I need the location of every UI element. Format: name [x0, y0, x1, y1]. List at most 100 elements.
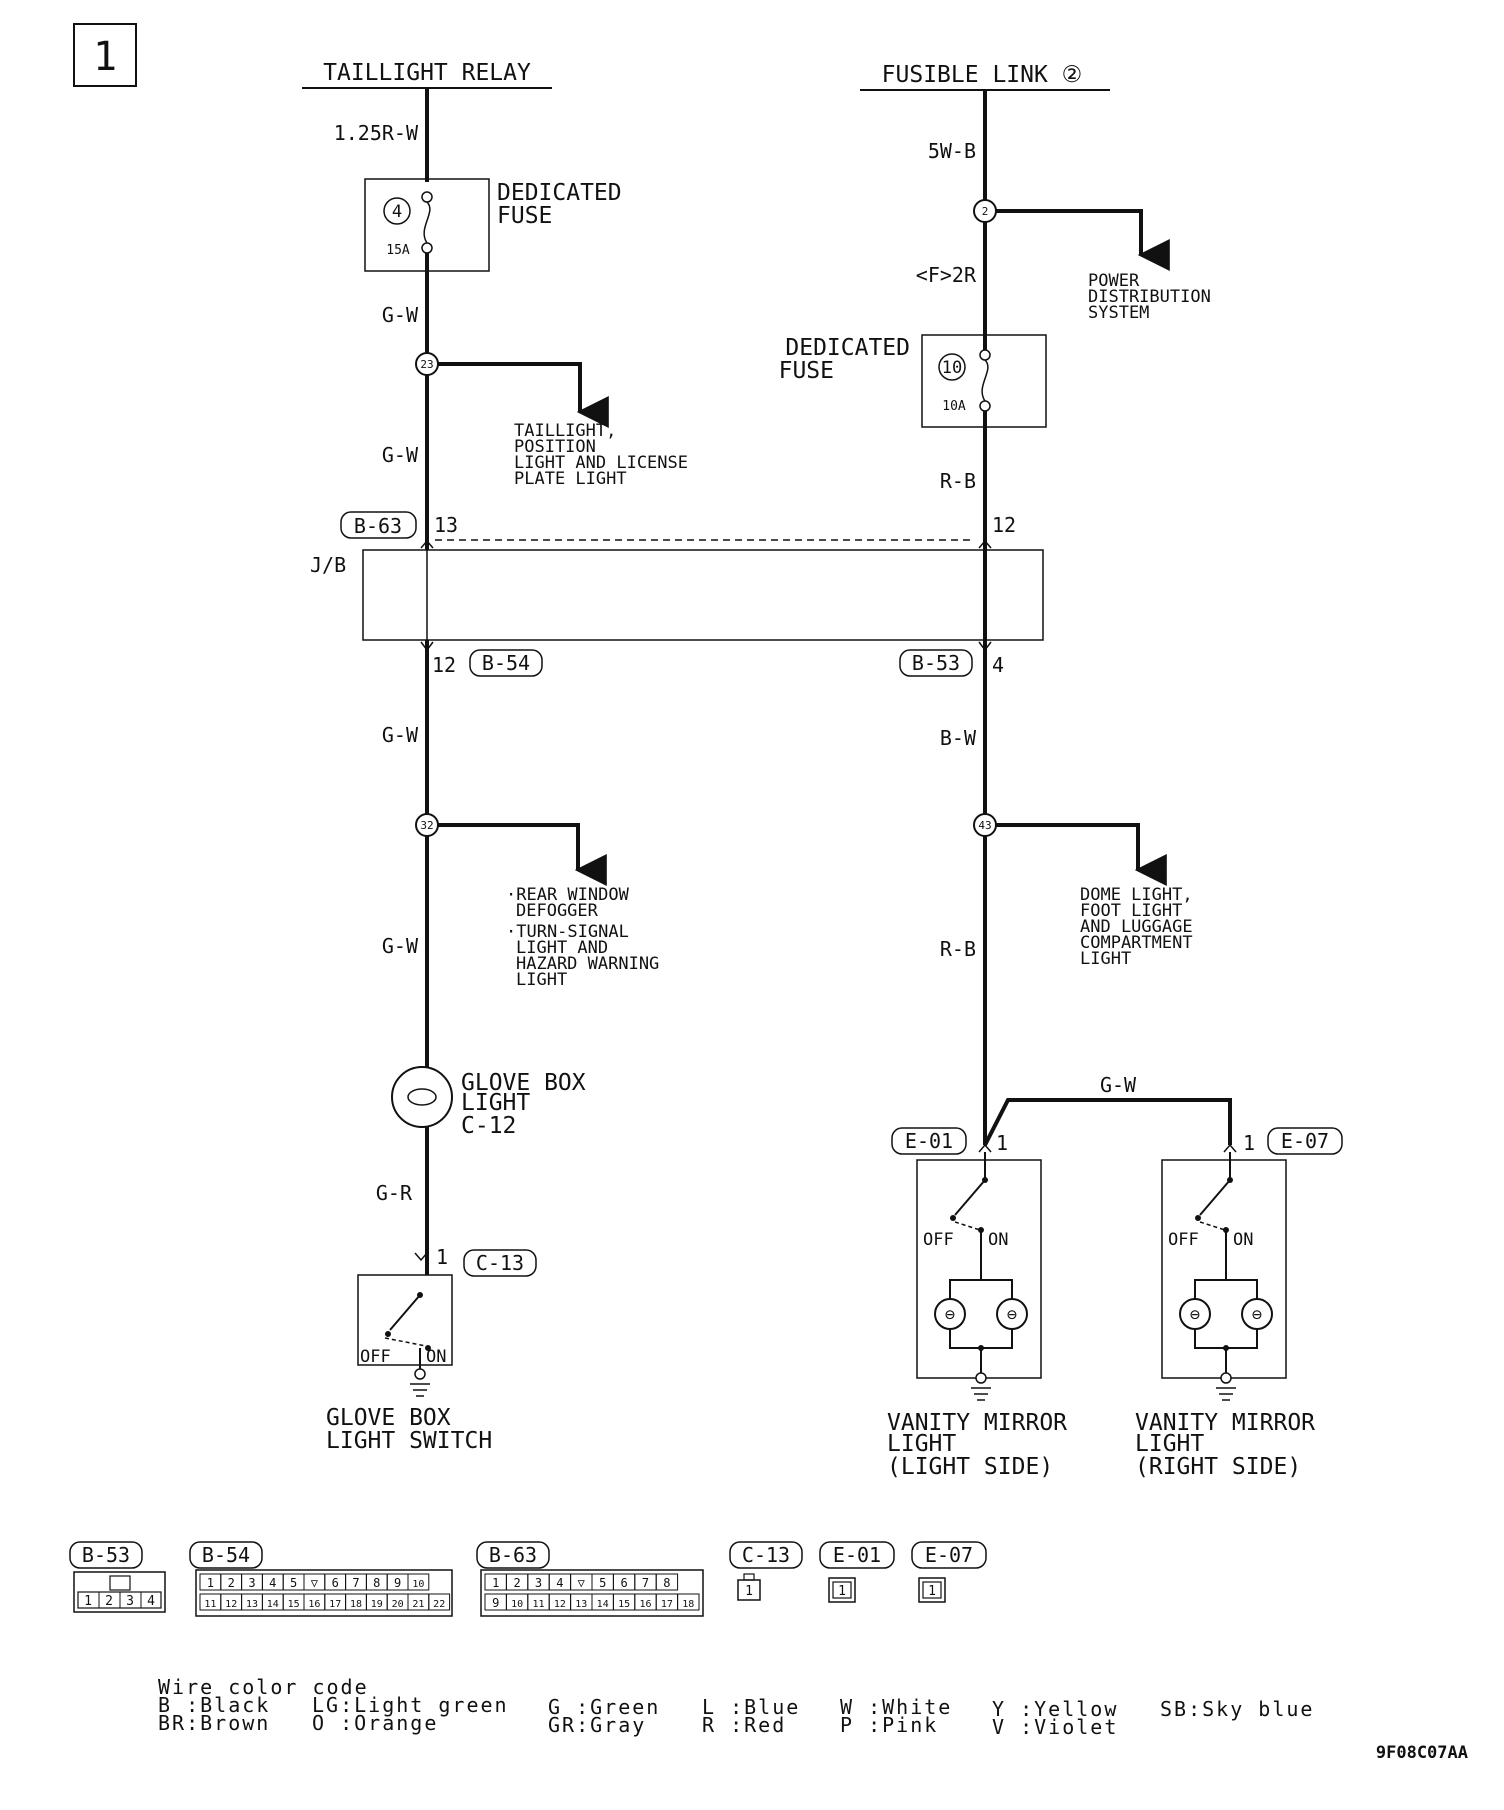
mirror-left-off: OFF — [923, 1230, 954, 1250]
b54-pin: 1 — [207, 1576, 214, 1590]
fuse-10-number-circle — [938, 353, 966, 381]
connector-c13-tag — [463, 1249, 537, 1277]
vanity-right-switch — [1199, 1179, 1231, 1216]
branch-rear-4: LIGHT AND — [516, 938, 608, 958]
mirror-left-label-2: LIGHT — [887, 1431, 956, 1457]
legend-b63-name: B-63 — [489, 1543, 537, 1567]
svg-text:⊖: ⊖ — [1190, 1305, 1200, 1325]
wire-label-fuse10-out: R-B — [940, 469, 976, 493]
branch-dome-1: DOME LIGHT, — [1080, 885, 1193, 905]
legend-b63-tag — [476, 1541, 550, 1569]
figure-code: 9F08C07AA — [1376, 1743, 1468, 1763]
b54-pin: 13 — [246, 1599, 258, 1610]
b63-pin: 2 — [513, 1576, 520, 1590]
mirror-right-label-3: (RIGHT SIDE) — [1135, 1454, 1301, 1480]
branch-power-2: DISTRIBUTION — [1088, 287, 1211, 307]
legend-e01-tag — [819, 1541, 895, 1569]
fuse-4-rating: 15A — [386, 243, 410, 258]
color-code-sb: SB:Sky blue — [1160, 1697, 1314, 1721]
b54-pin: 10 — [412, 1579, 424, 1590]
color-code-p: P :Pink — [840, 1713, 938, 1737]
mirror-left-pin: 1 — [996, 1131, 1008, 1155]
color-code-w: W :White — [840, 1695, 952, 1719]
mirror-left-on: ON — [988, 1230, 1008, 1250]
glove-box-light-bulb — [391, 1066, 453, 1128]
color-code-b: B :Black — [158, 1693, 270, 1717]
b63-pin: 13 — [575, 1599, 587, 1610]
branch-power-3: SYSTEM — [1088, 303, 1149, 323]
connector-b53-tag-label: B-53 — [912, 651, 960, 675]
legend-b53-name: B-53 — [82, 1543, 130, 1567]
connector-face-e07: 1 — [918, 1577, 946, 1603]
vanity-mirror-left-box — [916, 1159, 1042, 1379]
b63-pin: 10 — [511, 1599, 523, 1610]
connector-b54-tag-label: B-54 — [482, 651, 530, 675]
branch-rear-2: DEFOGGER — [516, 901, 599, 921]
color-code-title: Wire color code — [158, 1675, 369, 1699]
mirror-right-label-1: VANITY MIRROR — [1135, 1410, 1315, 1436]
b63-pin: 16 — [639, 1599, 651, 1610]
b63-pin: ▽ — [578, 1576, 586, 1590]
svg-text:⊖: ⊖ — [1252, 1305, 1262, 1325]
b54-pin: 2 — [228, 1576, 235, 1590]
color-code-br: BR:Brown — [158, 1711, 270, 1735]
b54-pin: 15 — [288, 1599, 300, 1610]
glove-box-switch — [357, 1274, 453, 1366]
b54-pin: 12 — [225, 1599, 237, 1610]
wire-label-relay-out: 1.25R-W — [334, 121, 419, 145]
b63-pin: 15 — [618, 1599, 630, 1610]
branch-rear-6: LIGHT — [516, 970, 567, 990]
branch-dome-5: LIGHT — [1080, 949, 1131, 969]
wire-mirror-link — [983, 1098, 1232, 1146]
branch-taillight-2: POSITION — [514, 437, 596, 457]
jb-right-top-pin: 12 — [992, 513, 1016, 537]
branch-taillight-1: TAILLIGHT, — [514, 421, 616, 441]
connector-e01-tag — [891, 1127, 967, 1155]
glove-switch-pin: 1 — [436, 1245, 448, 1269]
wire-label-b54-out: G-W — [382, 723, 419, 747]
mirror-right-on: ON — [1233, 1230, 1253, 1250]
wire-label-mirror-link: G-W — [1100, 1073, 1137, 1097]
connector-b54-tag — [469, 649, 543, 677]
b54-pin: ▽ — [311, 1576, 319, 1590]
fuse-4-number: 4 — [392, 202, 402, 222]
b54-pin: 21 — [412, 1599, 424, 1610]
branch-dome-4: COMPARTMENT — [1080, 933, 1193, 953]
legend-e01-name: E-01 — [833, 1543, 881, 1567]
connector-b53-tag — [899, 649, 973, 677]
vanity-left-bulb-2 — [996, 1298, 1028, 1330]
glove-light-label-1: GLOVE BOX — [461, 1070, 586, 1096]
page-number: 1 — [93, 34, 117, 80]
color-code-gr: GR:Gray — [548, 1713, 646, 1737]
junction-2-label: 2 — [982, 205, 989, 218]
connector-e07-tag-label: E-07 — [1281, 1129, 1329, 1153]
b54-pin: 8 — [373, 1576, 380, 1590]
wire-label-b53-out: B-W — [940, 726, 977, 750]
b54-pin: 18 — [350, 1599, 362, 1610]
wire-label-j23-out: G-W — [382, 443, 419, 467]
vanity-mirror-right-box — [1161, 1159, 1287, 1379]
wire-label-f-2r: <F>2R — [916, 263, 977, 287]
b54-pin: 20 — [392, 1599, 404, 1610]
branch-rear-5: HAZARD WARNING — [516, 954, 659, 974]
b63-pin: 11 — [532, 1599, 544, 1610]
legend-b54-tag — [189, 1541, 263, 1569]
wire-label-glove-out: G-R — [376, 1181, 413, 1205]
mirror-left-label-1: VANITY MIRROR — [887, 1410, 1067, 1436]
page-number-box — [73, 23, 137, 87]
b54-pin: 4 — [269, 1576, 276, 1590]
legend-b53-tag — [69, 1541, 143, 1569]
source-fusible-link: FUSIBLE LINK ② — [882, 62, 1083, 88]
branch-dome-2: FOOT LIGHT — [1080, 901, 1182, 921]
fuse-4-element — [423, 201, 431, 244]
b63-pin: 8 — [663, 1576, 670, 1590]
connector-b63-tag-label: B-63 — [354, 514, 402, 538]
wire-label-fusible-out: 5W-B — [928, 139, 976, 163]
fuse-10-number: 10 — [942, 358, 962, 378]
junction-43-label: 43 — [978, 819, 991, 832]
wire-label-j43-out: R-B — [940, 937, 976, 961]
fuse-10-label-2: FUSE — [779, 358, 834, 384]
fuse-10-rating: 10A — [942, 399, 966, 414]
vanity-right-bulb-2 — [1241, 1298, 1273, 1330]
vanity-left-switch — [954, 1179, 986, 1216]
